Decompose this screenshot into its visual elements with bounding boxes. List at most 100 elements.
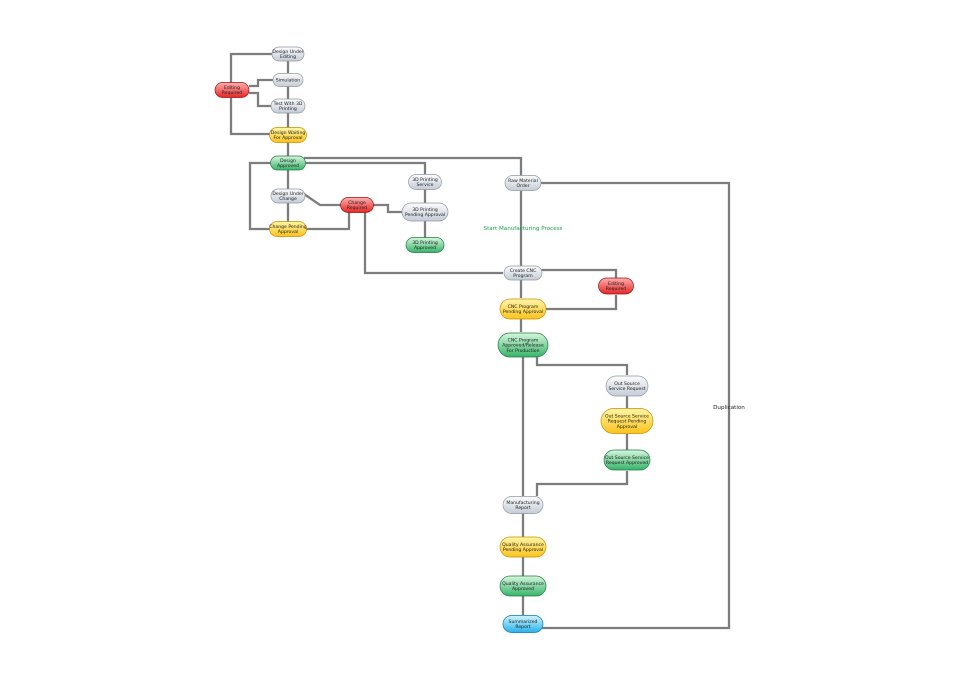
node-label: For Production	[506, 348, 539, 354]
edge-under-change-to-change-required	[303, 193, 341, 207]
node-label: Summarized	[509, 619, 538, 625]
node-label: Required	[222, 90, 243, 96]
node-label: Editing	[280, 54, 296, 60]
node-label: Pending Approval	[503, 309, 543, 315]
node-label: Report	[515, 624, 530, 630]
edge-editing-to-3d-test	[249, 91, 271, 108]
node-shape	[499, 575, 547, 597]
node-label: Raw Material	[508, 178, 538, 184]
node-label: Design Under	[272, 49, 303, 55]
edge-cnc-approved-to-outsource	[535, 357, 629, 375]
connector-lines	[229, 52, 731, 630]
node-label: Program	[513, 273, 533, 279]
edge-3d-pending-to-change-required	[373, 203, 403, 214]
node-shape	[269, 221, 307, 237]
node-label: Manufacturing	[506, 500, 539, 506]
node-shape	[271, 46, 305, 62]
edge-approved-to-raw-material	[304, 156, 523, 176]
node-shape	[408, 174, 442, 190]
node-label: 3D Printing	[412, 207, 438, 213]
edge-change-required-to-cnc	[363, 212, 503, 275]
node-label: Required	[606, 286, 627, 292]
node-shape	[405, 237, 445, 253]
node-label: Approved	[512, 586, 534, 592]
node-label: Service	[417, 182, 434, 188]
node-label: CNC Program	[508, 304, 539, 310]
edge-editing-to-design-under-editing	[229, 52, 272, 87]
node-label: Change	[348, 200, 366, 206]
node-label: Out Source Service	[605, 413, 649, 419]
node-label: Design Waiting	[271, 130, 306, 136]
node-label: Editing	[224, 85, 240, 91]
node-shape	[603, 449, 651, 471]
node-shape	[270, 98, 306, 114]
node-label: Report	[515, 505, 530, 511]
label-duplication: Duplication	[713, 405, 745, 411]
node-label: Pending Approval	[503, 547, 543, 553]
node-label: CNC Program	[508, 337, 539, 343]
edge-summary-duplication-to-raw-material	[540, 181, 731, 630]
node-label: Editing	[608, 281, 624, 287]
node-shape	[504, 175, 542, 191]
node-label: Request Approved	[606, 460, 648, 466]
node-shape	[272, 73, 304, 87]
node-label: 3D Printing	[412, 240, 438, 246]
node-shape	[270, 188, 306, 204]
node-label: Create CNC	[510, 268, 537, 274]
node-shape	[502, 496, 544, 514]
edge-change-pending-back-to-approved	[248, 161, 272, 231]
node-label: Order	[516, 183, 529, 189]
node-label: Out Source Service	[605, 455, 649, 461]
node-label: Quality Assurance	[502, 542, 544, 548]
node-label: Test With 3D	[273, 101, 303, 107]
node-label: 3D Printing	[412, 177, 438, 183]
node-label: Approved/Release	[502, 343, 544, 349]
node-label: Request Pending	[608, 419, 647, 425]
edge-cnc-pending-to-editing-required	[546, 295, 618, 311]
node-label: Simulation	[276, 78, 301, 84]
node-shape	[499, 536, 547, 558]
node-label: For Approval	[273, 135, 302, 141]
edge-labels: Start Manufacturing Process Duplication	[484, 226, 746, 411]
node-shape	[600, 408, 654, 434]
node-shape	[270, 155, 306, 171]
edge-editing-to-waiting	[229, 98, 270, 136]
node-shape	[502, 615, 544, 633]
node-label: Service Request	[608, 386, 645, 392]
edge-outsource-approved-to-report	[535, 471, 629, 496]
node-label: Quality Assurance	[502, 581, 544, 587]
node-label: Approved	[277, 163, 299, 169]
node-shape	[401, 202, 449, 222]
node-label: Pending Approval	[405, 212, 445, 218]
node-shape	[497, 332, 549, 358]
edge-editing-to-simulation	[249, 78, 273, 88]
node-shape	[214, 82, 250, 98]
node-label: Approved	[414, 245, 436, 251]
node-label: Out Source	[614, 381, 640, 387]
label-start-manufacturing: Start Manufacturing Process	[484, 226, 563, 232]
node-simulation: Simulation	[272, 73, 304, 87]
